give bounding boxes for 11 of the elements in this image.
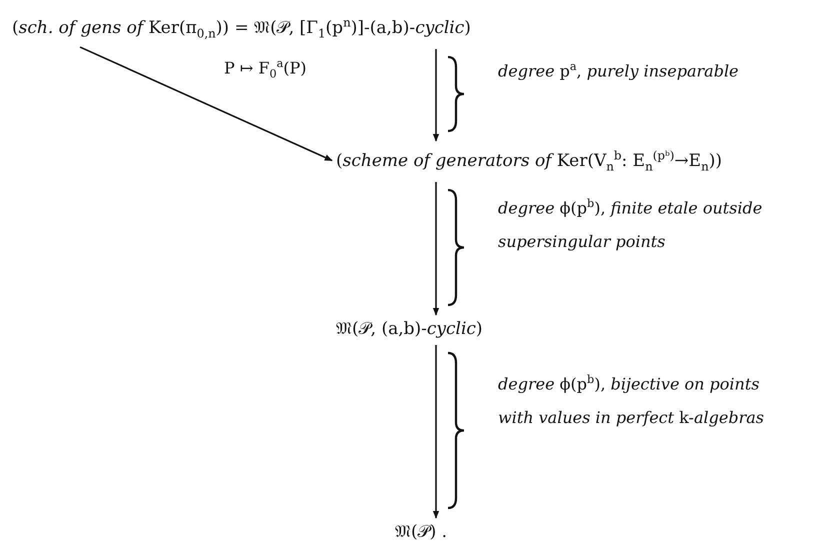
arrow <box>432 182 440 316</box>
formula-text: 𝔐(𝒫, (a,b)-cyclic) <box>336 317 483 341</box>
arrow <box>80 46 333 162</box>
formula-text: (scheme of generators of Ker(V$_{n}$$^{b}$: E$_{n}$$^{(pᵇ)}$→E$_{n}$)) <box>336 143 722 178</box>
edge-label: degree p$^{a}$, purely inseparable <box>498 59 740 82</box>
edge-label: degree ϕ(p$^{b}$), finite etale outside supersingular points <box>498 196 764 254</box>
formula-text: 𝔐(𝒫) . <box>395 520 448 544</box>
formula-text: (sch. of gens of Ker(π$_{0,n}$)) = 𝔐(𝒫, [Γ$_{1}$(p$^{n}$)]-(a,b)-cyclic) <box>12 10 471 46</box>
arrow <box>432 49 440 142</box>
edge-label: degree ϕ(p$^{b}$), bijective on points with values in perfect k-algebras <box>498 372 765 430</box>
arrow <box>432 345 440 519</box>
